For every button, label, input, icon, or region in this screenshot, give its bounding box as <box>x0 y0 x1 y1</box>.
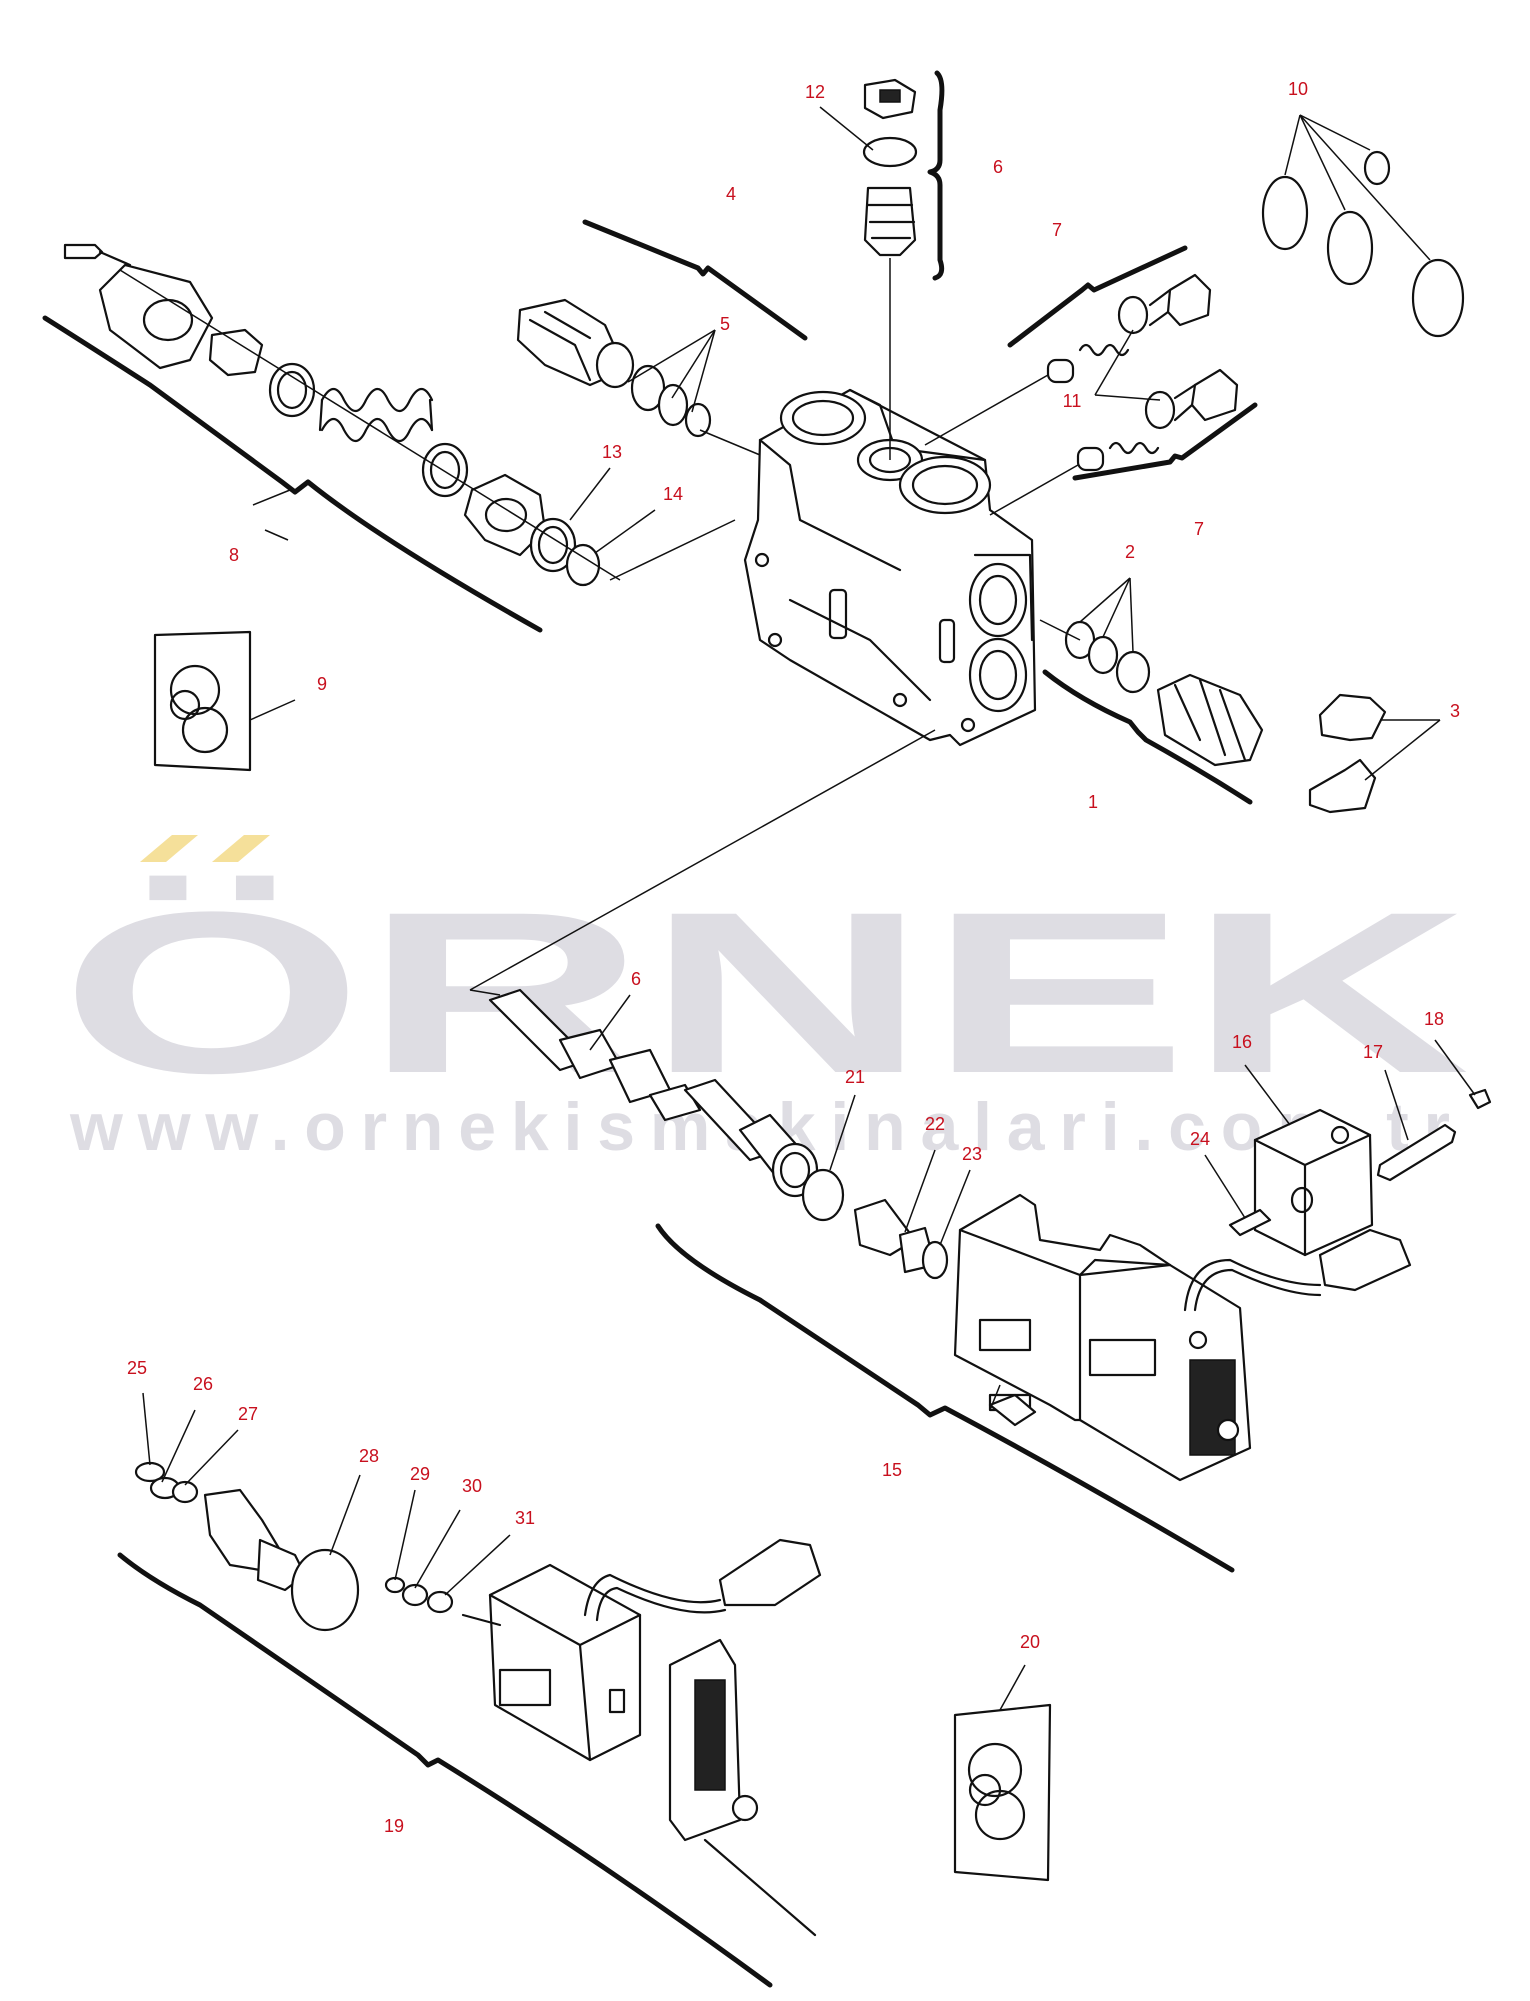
solenoid-15 <box>953 1193 1412 1482</box>
part-16-block <box>1228 1088 1492 1257</box>
callout-16: 16 <box>1232 1032 1252 1052</box>
callout-19: 19 <box>384 1816 404 1836</box>
callout-18: 18 <box>1424 1009 1444 1029</box>
callout-31: 31 <box>515 1508 535 1528</box>
callout-6-top: 6 <box>993 157 1003 177</box>
callout-2: 2 <box>1125 542 1135 562</box>
callout-13: 13 <box>602 442 622 462</box>
callout-9: 9 <box>317 674 327 694</box>
callout-27: 27 <box>238 1404 258 1424</box>
bracket-7-top <box>1007 245 1188 348</box>
callout-3: 3 <box>1450 701 1460 721</box>
callout-11: 11 <box>1063 391 1082 411</box>
callout-6-spool: 6 <box>631 969 641 989</box>
leader-lines <box>142 106 1476 1711</box>
callout-14: 14 <box>663 484 683 504</box>
callout-4: 4 <box>726 184 736 204</box>
callout-29: 29 <box>410 1464 430 1484</box>
callout-5: 5 <box>720 314 730 334</box>
part-7-group <box>924 273 1239 516</box>
callout-28: 28 <box>359 1446 379 1466</box>
bracket-19 <box>117 1552 773 1988</box>
callout-17: 17 <box>1363 1042 1383 1062</box>
callout-8: 8 <box>229 545 239 565</box>
callout-7-top: 7 <box>1052 220 1062 240</box>
part-19-group <box>134 1461 822 1937</box>
valve-body <box>743 388 1037 747</box>
callout-21: 21 <box>845 1067 865 1087</box>
callout-24: 24 <box>1190 1129 1210 1149</box>
part-8-group <box>63 243 736 587</box>
callout-30: 30 <box>462 1476 482 1496</box>
callout-10: 10 <box>1288 79 1308 99</box>
callout-15: 15 <box>882 1460 902 1480</box>
callout-12: 12 <box>805 82 825 102</box>
bracket-7-bottom <box>1072 402 1258 481</box>
callout-22: 22 <box>925 1114 945 1134</box>
part-4-group <box>516 298 761 456</box>
watermark-accent-left <box>140 835 198 862</box>
bracket-8 <box>42 315 543 633</box>
watermark-accent-right <box>212 835 270 862</box>
part-20-seal-kit <box>953 1703 1052 1882</box>
bracket-4 <box>582 219 808 341</box>
bracket-1 <box>1042 669 1253 805</box>
part-3-clips <box>1308 693 1387 814</box>
callout-25: 25 <box>127 1358 147 1378</box>
watermark-brand: ÖRNEK <box>60 864 1470 1121</box>
callouts: 1 2 3 4 5 6 6 7 7 8 9 10 11 12 13 14 15 … <box>127 79 1460 1836</box>
part-10-orings <box>1261 150 1465 338</box>
group-brackets <box>42 70 1258 1988</box>
spool-assembly <box>469 729 949 1280</box>
bracket-15 <box>655 1223 1235 1573</box>
callout-7-bottom: 7 <box>1194 519 1204 539</box>
bracket-6-top <box>927 70 945 281</box>
watermark: ÖRNEK www.ornekismakinalari.com.tr <box>60 835 1470 1165</box>
callout-1: 1 <box>1088 792 1098 812</box>
callout-26: 26 <box>193 1374 213 1394</box>
callout-20: 20 <box>1020 1632 1040 1652</box>
callout-23: 23 <box>962 1144 982 1164</box>
part-9-seal-kit <box>153 630 252 772</box>
part-6-top <box>862 78 918 460</box>
